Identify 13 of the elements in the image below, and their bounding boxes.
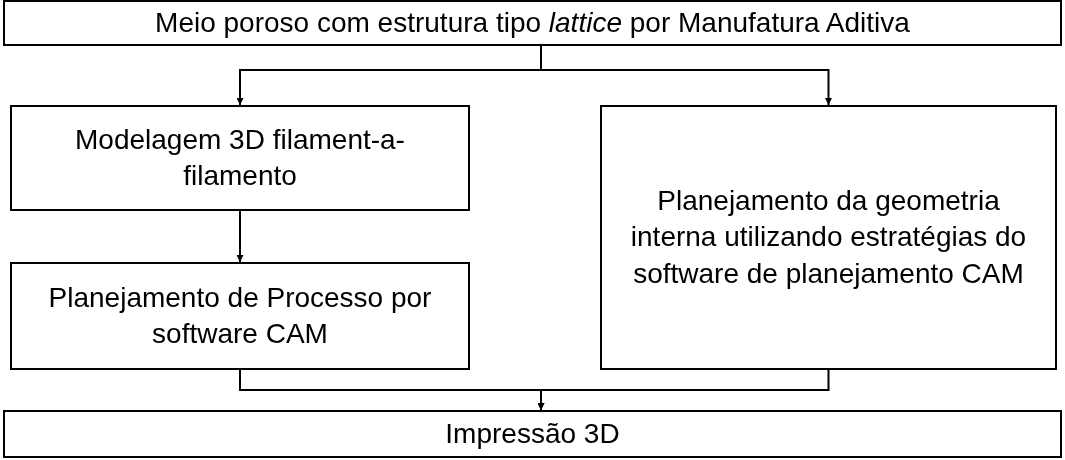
process-box xyxy=(600,105,1057,370)
box-text: Planejamento de Processo por software CAM xyxy=(47,280,433,351)
box-text: Planejamento da geometria interna utilizando estratégias do software de planejamento CAM xyxy=(629,183,1028,291)
process-box xyxy=(10,262,470,370)
arrow xyxy=(540,45,832,106)
box-text: Impressão 3D xyxy=(445,416,620,451)
arrow xyxy=(236,210,244,263)
process-box xyxy=(10,105,470,211)
arrow xyxy=(537,369,830,411)
process-box xyxy=(3,410,1062,458)
process-box xyxy=(3,0,1062,46)
box-text: Meio poroso com estrutura tipo lattice por Manufatura Aditiva xyxy=(155,5,910,40)
box-text: Modelagem 3D filament-a-filamento xyxy=(74,122,406,193)
